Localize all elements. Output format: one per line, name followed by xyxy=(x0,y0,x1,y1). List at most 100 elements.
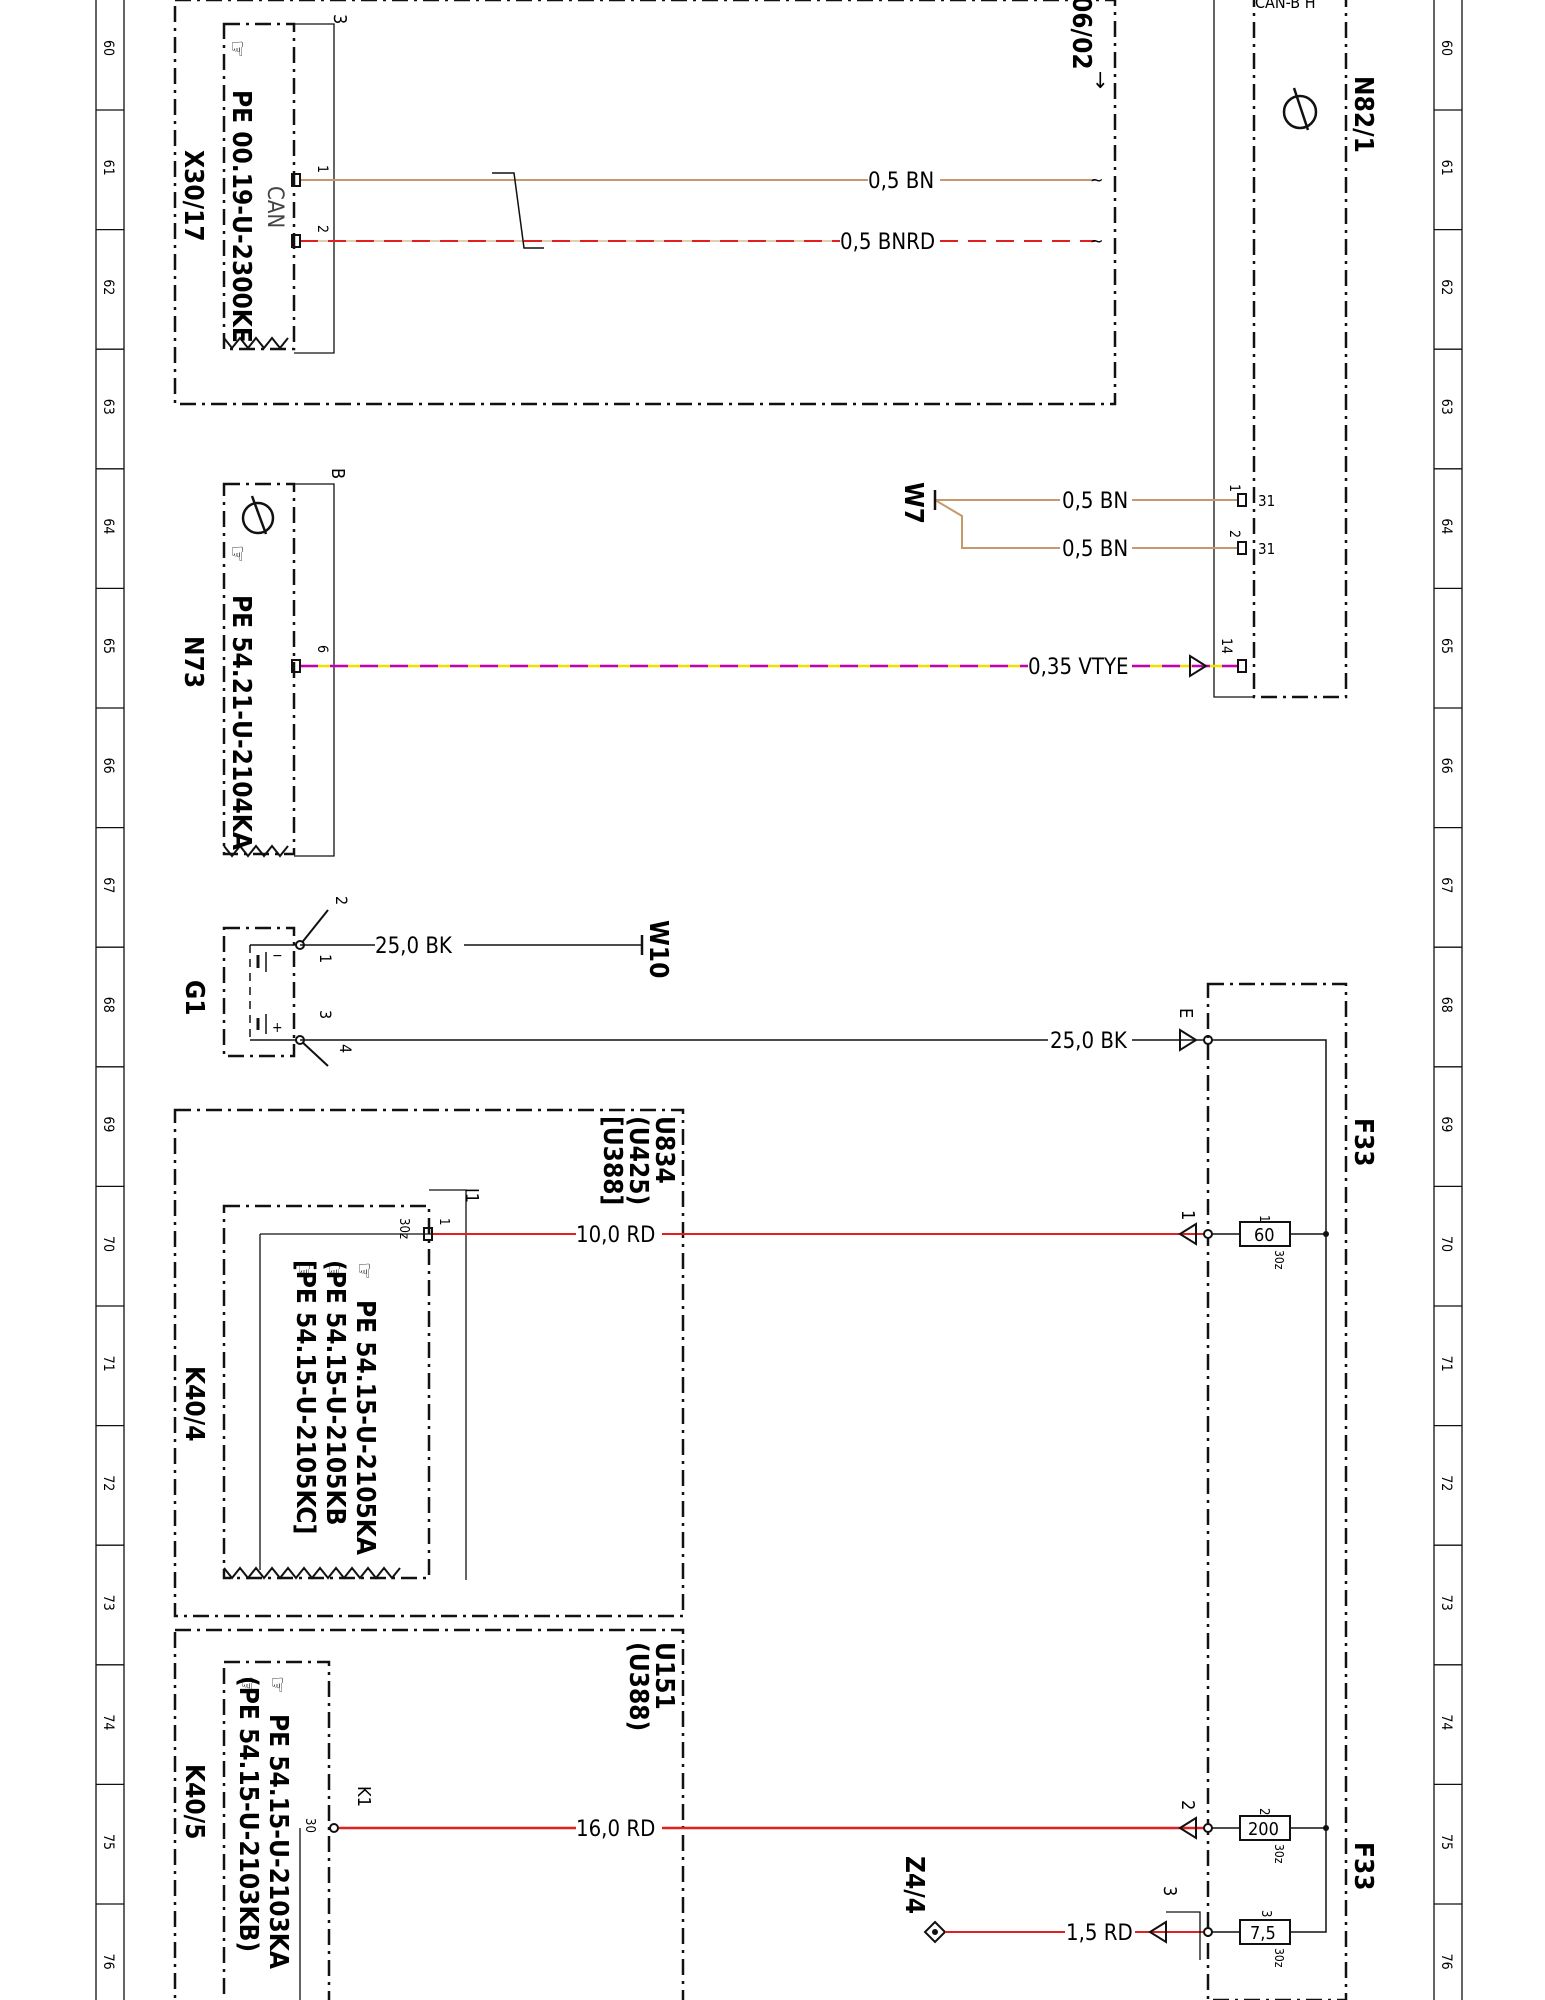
grid-row-label: 62 xyxy=(1438,279,1454,295)
grid-row-label: 74 xyxy=(100,1714,116,1730)
grid-row-label: 71 xyxy=(100,1356,116,1372)
k40-4-ref-1: PE 54.15-U-2105KA xyxy=(350,1300,380,1555)
grid-row-label: 70 xyxy=(1438,1236,1454,1252)
grid-row-label: 67 xyxy=(1438,877,1454,893)
grid-row-label: 64 xyxy=(1438,518,1454,534)
engine-compartment-boundary xyxy=(173,0,1117,406)
wire-can-l-label: 0,5 BNRD xyxy=(840,230,935,255)
hand-icon: ☞ xyxy=(224,40,249,58)
x30-pin-2: 2 xyxy=(314,225,330,233)
n82-1-top-label: CAN-B H xyxy=(1255,0,1316,12)
f33-id-2: F33 xyxy=(1348,1842,1378,1891)
n73-module: B ☞ PE 54.21-U-2104KA N73 6 xyxy=(178,468,348,858)
x30-17-section: 3 xyxy=(329,14,350,24)
grid-row-label: 72 xyxy=(100,1475,116,1491)
n73-id: N73 xyxy=(178,636,208,688)
u834-code-2: (U425) xyxy=(623,1116,653,1205)
n82-1-page-ref: 06/02 xyxy=(1066,0,1096,70)
fuse-3-30z: 30z xyxy=(1272,1948,1286,1968)
n82-pin-2: 2 xyxy=(1226,530,1242,538)
n82-pin-14: 14 xyxy=(1218,638,1234,654)
k40-4-pin: 1 xyxy=(436,1218,451,1225)
hand-icon: ☞ xyxy=(321,1262,346,1280)
grid-row-label: 76 xyxy=(1438,1954,1454,1970)
grid-row-label: 72 xyxy=(1438,1475,1454,1491)
arrow-down-icon: ↓ xyxy=(1092,69,1109,94)
u151-code-1: U151 xyxy=(649,1642,679,1710)
k40-5-ref-2: (PE 54.15-U-2103KB) xyxy=(233,1676,263,1952)
fuse-1-30z: 30z xyxy=(1272,1250,1286,1270)
k40-5-conn: K1 xyxy=(353,1786,374,1807)
fuse-2-30z: 30z xyxy=(1272,1844,1286,1864)
k40-5-id: K40/5 xyxy=(179,1764,209,1840)
x30-17-id: X30/17 xyxy=(178,150,208,242)
f33-pin-3: 3 xyxy=(1159,1886,1180,1896)
grid-row-label: 74 xyxy=(1438,1714,1454,1730)
grid-row-label: 69 xyxy=(100,1116,116,1132)
w7-ground-wires: W7 0,5 BN 0,5 BN xyxy=(898,482,1247,562)
break-mark: ~ xyxy=(1090,170,1104,191)
grid-row-label: 62 xyxy=(100,279,116,295)
grid-row-label: 63 xyxy=(100,399,116,415)
hand-icon: ☞ xyxy=(351,1262,376,1280)
x30-17-connector: 3 PE 00.19-U-2300KE CAN X30/17 ☞ 1 2 xyxy=(178,14,350,354)
grid-row-label: 75 xyxy=(1438,1834,1454,1850)
module-icon xyxy=(1282,87,1318,131)
f33-id: F33 xyxy=(1348,1118,1378,1167)
u151-code-2: (U388) xyxy=(623,1642,653,1731)
grid-row-label: 68 xyxy=(100,997,116,1013)
u834-enclosure: U834 (U425) [U388] xyxy=(173,1108,685,1618)
z4-4-wire: Z4/4 1,5 RD 3 xyxy=(899,1856,1213,1960)
fuse-3-value: 7,5 xyxy=(1250,1923,1276,1944)
u834-code-1: U834 xyxy=(649,1116,679,1184)
grid-row-label: 64 xyxy=(100,518,116,534)
k40-4-id: K40/4 xyxy=(179,1366,209,1442)
grid-row-label: 66 xyxy=(100,758,116,774)
x30-17-bus-label: CAN xyxy=(262,186,287,228)
k40-4-term: 30z xyxy=(396,1218,411,1239)
grid-row-label: 73 xyxy=(100,1595,116,1611)
z4-4-id: Z4/4 xyxy=(899,1856,929,1914)
n73-ref: PE 54.21-U-2104KA xyxy=(226,595,256,850)
u151-enclosure: U151 (U388) xyxy=(173,1628,685,2000)
wire-k40-4-label: 10,0 RD xyxy=(576,1223,655,1248)
n73-signal-wire: 0,35 VTYE xyxy=(291,654,1247,680)
hand-icon: ☞ xyxy=(291,1262,316,1280)
grid-row-label: 71 xyxy=(1438,1356,1454,1372)
f33-pin-1: 1 xyxy=(1177,1210,1198,1220)
hand-icon: ☞ xyxy=(264,1676,289,1694)
w10-id: W10 xyxy=(643,920,673,978)
grid-row-label: 65 xyxy=(1438,638,1454,654)
wire-g1-pos-label: 25,0 BK xyxy=(1050,1029,1128,1054)
g1-battery: − + G1 2 1 3 4 xyxy=(179,896,355,1067)
g1-pin-2: 2 xyxy=(332,896,351,905)
k40-4-power-wire: 10,0 RD 1 xyxy=(423,1210,1213,1248)
g1-pin-4: 4 xyxy=(336,1044,355,1053)
grid-row-label: 61 xyxy=(1438,160,1454,176)
grid-row-label: 70 xyxy=(100,1236,116,1252)
fuse-3-pin: 3 xyxy=(1258,1910,1273,1917)
k40-5-term: 30 xyxy=(302,1818,317,1833)
k40-5-relay-module: ☞ ☞ PE 54.15-U-2103KA (PE 54.15-U-2103KB… xyxy=(179,1660,374,2000)
g1-pin-1: 1 xyxy=(316,954,335,963)
fuse-1-value: 60 xyxy=(1254,1225,1275,1246)
f33-fuse-box: F33 F33 60 1 30z 200 2 30z 7,5 3 30z xyxy=(1206,982,1378,2000)
k40-5-power-wire: 16,0 RD 2 xyxy=(329,1800,1213,1842)
grid-row-label: 69 xyxy=(1438,1116,1454,1132)
k40-5-ref-1: PE 54.15-U-2103KA xyxy=(263,1714,293,1969)
n82-1-module: CAN-B H N82/1 06/02 ↓ 1 2 14 31 31 xyxy=(1066,0,1378,699)
hand-icon: ☞ xyxy=(224,545,249,563)
f33-pin-2: 2 xyxy=(1177,1800,1198,1810)
grid-row-label: 60 xyxy=(100,40,116,56)
k40-4-relay-module: ☞ ☞ ☞ PE 54.15-U-2105KA (PE 54.15-U-2105… xyxy=(179,1188,482,1580)
fuse-2-pin: 2 xyxy=(1256,1808,1271,1815)
module-icon xyxy=(241,495,275,535)
x30-pin-1: 1 xyxy=(314,165,330,173)
break-mark: ~ xyxy=(1090,231,1104,252)
w7-id: W7 xyxy=(898,482,928,524)
wire-w7-b-label: 0,5 BN xyxy=(1062,537,1128,562)
wire-z4-4-label: 1,5 RD xyxy=(1066,1921,1133,1946)
grid-row-label: 75 xyxy=(100,1834,116,1850)
